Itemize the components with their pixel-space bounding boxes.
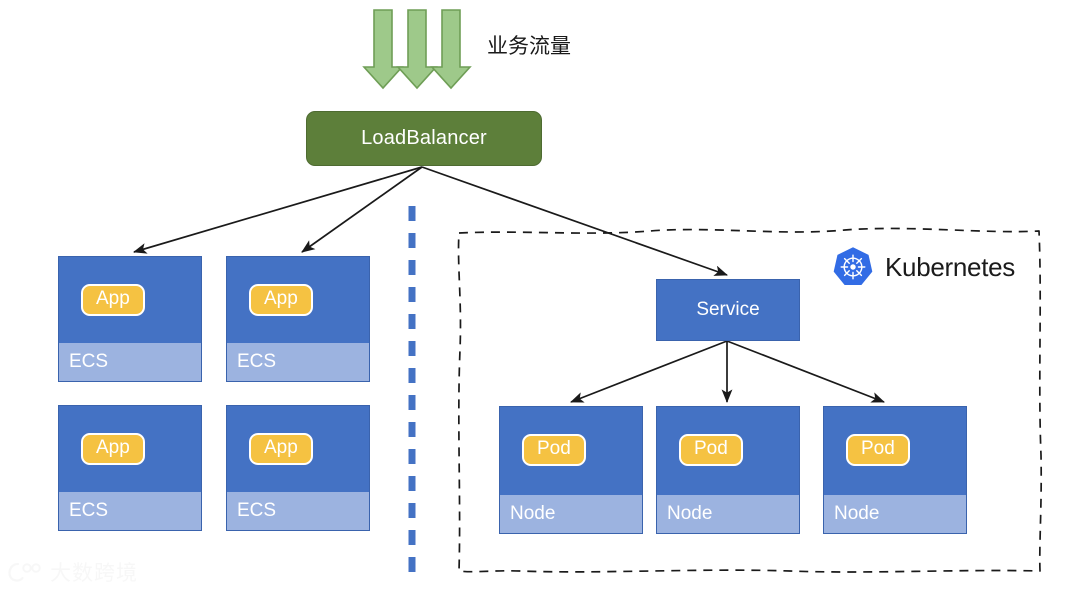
k8s-node-3-upper: Pod <box>824 407 966 495</box>
ecs-host-4[interactable]: App ECS <box>226 405 370 531</box>
kubernetes-icon <box>833 247 873 286</box>
ecs-host-3-band: ECS <box>59 492 201 530</box>
traffic-label: 业务流量 <box>487 35 571 58</box>
ecs-host-4-band: ECS <box>227 492 369 530</box>
k8s-node-1[interactable]: Pod Node <box>499 406 643 534</box>
ecs-host-3-upper: App <box>59 406 201 492</box>
ecs-host-1-band: ECS <box>59 343 201 381</box>
traffic-arrow-group <box>362 9 472 90</box>
arrow-lb-to-ecs-1 <box>133 166 423 254</box>
k8s-node-2[interactable]: Pod Node <box>656 406 800 534</box>
loadbalancer-box[interactable]: LoadBalancer <box>306 111 542 166</box>
k8s-node-2-upper: Pod <box>657 407 799 495</box>
k8s-node-2-band: Node <box>657 495 799 533</box>
ecs-host-3[interactable]: App ECS <box>58 405 202 531</box>
app-pill-4[interactable]: App <box>249 433 313 465</box>
ecs-host-2-upper: App <box>227 257 369 343</box>
arrow-service-to-node-3 <box>726 340 885 403</box>
traffic-arrow-2 <box>396 9 438 90</box>
app-pill-3[interactable]: App <box>81 433 145 465</box>
service-label: Service <box>696 299 760 320</box>
arrow-lb-to-ecs-2 <box>301 166 423 253</box>
watermark: 大数跨境 <box>8 557 138 587</box>
watermark-text: 大数跨境 <box>50 562 138 585</box>
kubernetes-brand: Kubernetes <box>832 246 1015 288</box>
pod-pill-2[interactable]: Pod <box>679 434 743 466</box>
loadbalancer-label: LoadBalancer <box>361 127 487 149</box>
k8s-node-1-upper: Pod <box>500 407 642 495</box>
service-box[interactable]: Service <box>656 279 800 341</box>
traffic-arrow-1 <box>362 9 404 90</box>
ecs-host-4-upper: App <box>227 406 369 492</box>
watermark-logo-icon <box>8 562 41 582</box>
k8s-node-3[interactable]: Pod Node <box>823 406 967 534</box>
arrow-service-to-node-1 <box>570 340 728 403</box>
ecs-host-1[interactable]: App ECS <box>58 256 202 382</box>
k8s-node-1-band: Node <box>500 495 642 533</box>
arrow-lb-to-service <box>421 166 728 276</box>
ecs-host-2[interactable]: App ECS <box>226 256 370 382</box>
pod-pill-3[interactable]: Pod <box>846 434 910 466</box>
app-pill-2[interactable]: App <box>249 284 313 316</box>
k8s-node-3-band: Node <box>824 495 966 533</box>
pod-pill-1[interactable]: Pod <box>522 434 586 466</box>
ecs-host-1-upper: App <box>59 257 201 343</box>
traffic-arrow-3 <box>430 9 472 90</box>
ecs-host-2-band: ECS <box>227 343 369 381</box>
app-pill-1[interactable]: App <box>81 284 145 316</box>
kubernetes-label: Kubernetes <box>885 251 1015 282</box>
